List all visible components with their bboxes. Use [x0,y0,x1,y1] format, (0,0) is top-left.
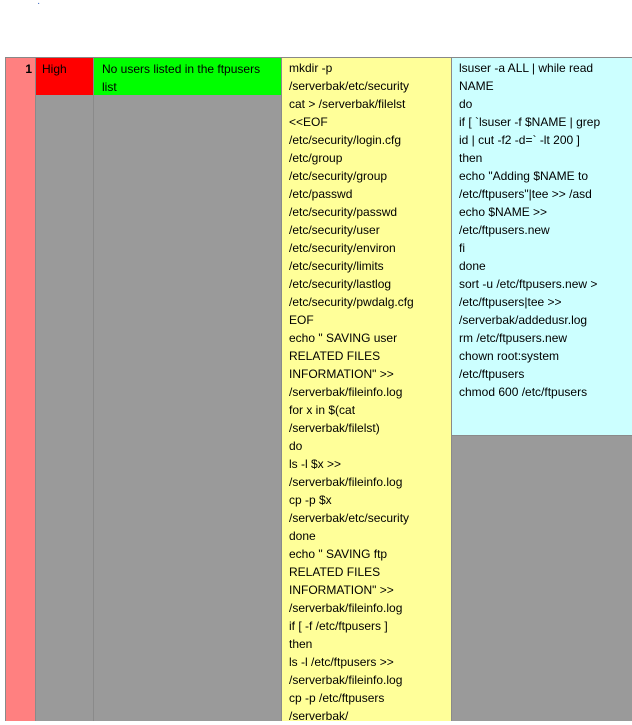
row-number: 1 [25,62,32,76]
fix-line: /serverbak/addedusr.log [459,313,588,327]
code-line: mkdir -p [289,61,333,75]
code-line: /serverbak/fileinfo.log [289,385,403,399]
code-line: /etc/security/environ [289,241,396,255]
fix-line: /etc/ftpusers [459,367,525,381]
code-line: /serverbak/etc/security [289,79,410,93]
code-line: RELATED FILES [289,565,381,579]
fix-line: chown root:system [459,349,560,363]
findings-table: 1 High No users listed in the ftpusers l… [5,57,632,723]
fix-line: chmod 600 /etc/ftpusers [459,385,588,399]
fix-line: done [459,259,486,273]
fix-line: /etc/ftpusers"|tee >> /asd [459,187,592,201]
fix-line: do [459,97,473,111]
code-line: cp -p $x [289,493,332,507]
code-line: /etc/security/user [289,223,380,237]
risk-column: High [36,58,94,721]
code-line: if [ -f /etc/ftpusers ] [289,619,388,633]
fix-line: then [459,151,483,165]
code-line: done [289,529,316,543]
code-line: for x in $(cat [289,403,356,417]
row-number-column: 1 [5,58,36,721]
code-line: do [289,439,303,453]
code-line: ls -l /etc/ftpusers >> [289,655,394,669]
fix-line: echo $NAME >> [459,205,548,219]
code-line: <<EOF [289,115,328,129]
code-line: /serverbak/fileinfo.log [289,475,403,489]
code-line: cp -p /etc/ftpusers [289,691,385,705]
code-line: echo " SAVING ftp [289,547,388,561]
code-line: /serverbak/ [289,709,349,723]
fix-line: if [ `lsuser -f $NAME | grep [459,115,601,129]
code-line: /serverbak/filelst) [289,421,380,435]
finding-description: No users listed in the ftpusers list [94,58,281,95]
code-line: INFORMATION" >> [289,583,394,597]
code-line: /etc/passwd [289,187,353,201]
code-line: /etc/security/limits [289,259,384,273]
fix-line: rm /etc/ftpusers.new [459,331,568,345]
risk-level-badge: High [36,58,93,95]
fix-line: NAME [459,79,494,93]
code-line: EOF [289,313,314,327]
fix-line: /etc/ftpusers.new [459,223,550,237]
code-line: /etc/security/login.cfg [289,133,402,147]
code-line: /etc/security/passwd [289,205,398,219]
code-line: /serverbak/fileinfo.log [289,601,403,615]
code-line: /etc/group [289,151,343,165]
code-line: RELATED FILES [289,349,381,363]
code-line: /etc/security/lastlog [289,277,392,291]
code-line: INFORMATION" >> [289,367,394,381]
code-line: then [289,637,313,651]
stray-mark: · [37,0,41,9]
fix-line: /etc/ftpusers|tee >> [459,295,562,309]
fix-line: fi [459,241,465,255]
description-column: No users listed in the ftpusers list [94,58,282,721]
code-line: ls -l $x >> [289,457,342,471]
fix-line: lsuser -a ALL | while read [459,61,594,75]
code-line: /etc/security/group [289,169,388,183]
backup-script-text: mkdir -p/serverbak/etc/security cat > /se… [282,59,451,725]
code-line: echo " SAVING user [289,331,398,345]
fix-line: echo "Adding $NAME to [459,169,588,183]
code-line: /serverbak/fileinfo.log [289,673,403,687]
fix-line: sort -u /etc/ftpusers.new > [459,277,598,291]
fix-line: id | cut -f2 -d=` -lt 200 ] [459,133,580,147]
code-line: /etc/security/pwdalg.cfg [289,295,414,309]
backup-script-column: mkdir -p/serverbak/etc/security cat > /se… [282,58,452,723]
code-line: cat > /serverbak/filelst [289,97,406,111]
code-line: /serverbak/etc/security [289,511,410,525]
